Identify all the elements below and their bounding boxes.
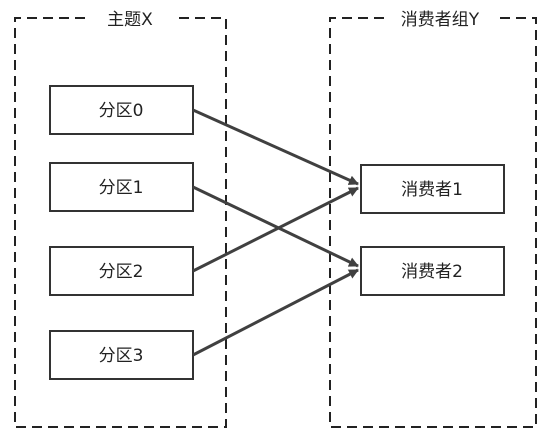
assignment-arrow: [192, 186, 359, 273]
assignment-arrow: [192, 108, 359, 186]
assignment-arrow: [192, 185, 359, 268]
partition-box: 分区1: [49, 162, 194, 212]
assignment-arrow: [192, 268, 359, 357]
partition-label: 分区2: [99, 262, 144, 282]
topic-group-border: [14, 17, 227, 428]
partition-label: 分区0: [99, 101, 144, 121]
topic-group-title: 主题X: [107, 10, 153, 30]
consumer-group: 消费者组Y: [329, 10, 537, 428]
topic-group: 主题X: [14, 10, 227, 428]
partition-box: 分区3: [49, 330, 194, 380]
partition-box: 分区2: [49, 246, 194, 296]
partition-label: 分区3: [99, 346, 144, 366]
consumer-group-title: 消费者组Y: [401, 10, 480, 30]
partition-label: 分区1: [99, 178, 144, 198]
consumer-label: 消费者2: [401, 262, 463, 282]
consumer-box: 消费者2: [360, 246, 505, 296]
consumer-group-border: [329, 17, 537, 428]
partition-box: 分区0: [49, 85, 194, 135]
consumer-box: 消费者1: [360, 164, 505, 214]
consumer-label: 消费者1: [401, 180, 463, 200]
